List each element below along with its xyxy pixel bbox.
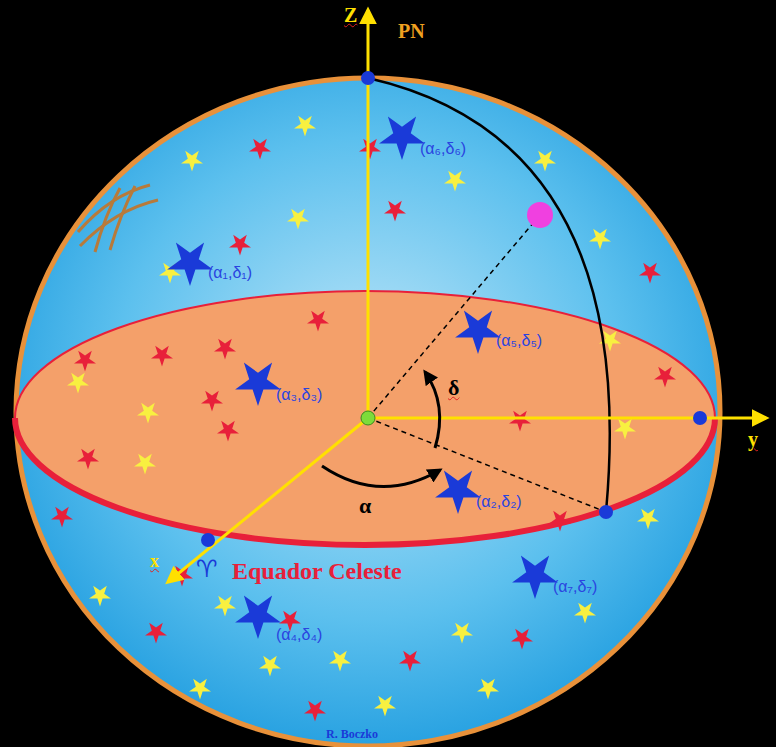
small-star [574,603,596,624]
star-direction [368,215,540,418]
small-star [217,421,239,442]
small-star [589,229,611,250]
star-coordinates: (α₅,δ₅) [496,332,542,350]
star-position [527,202,553,228]
small-star [67,373,89,394]
grid-mark [78,185,158,252]
small-star [534,151,556,172]
star-coordinates: (α₂,δ₂) [476,493,522,511]
small-star [259,656,281,677]
equator-label: Equador Celeste [232,558,402,584]
star-coordinates: (α₄,δ₄) [276,626,322,644]
small-star [181,151,203,172]
small-star [214,596,236,617]
small-star [214,339,236,360]
small-star [294,116,316,137]
origin-dot [361,411,375,425]
star-coordinates: (α₆,δ₆) [420,140,466,158]
small-star [511,629,533,650]
small-star [189,679,211,700]
small-star [137,403,159,424]
small-star [399,651,421,672]
star-coordinates: (α₇,δ₇) [553,578,597,596]
axis-name: x [150,552,159,572]
small-star [77,449,99,470]
star-coordinates: (α₃,δ₃) [276,386,322,404]
vernal-point [201,533,215,547]
small-star [329,651,351,672]
aries-symbol: ♈ [196,556,218,582]
catalog-star [512,556,558,600]
pole-label: PN [398,20,425,42]
small-star [134,454,156,475]
small-star [89,586,111,607]
small-star [639,263,661,284]
equator-point [599,505,613,519]
catalog-star [167,243,213,287]
small-star [201,391,223,412]
small-star [287,209,309,230]
alpha-arc [322,466,440,487]
small-star [477,679,499,700]
small-star [451,623,473,644]
axis-name: y [748,428,758,450]
small-star [249,139,271,160]
small-star [229,235,251,256]
small-star [384,201,406,222]
small-star [359,139,381,160]
angle-label: α [359,494,371,518]
y-point [693,411,707,425]
small-star [444,171,466,192]
small-star [549,511,571,532]
small-star [307,311,329,332]
catalog-star [379,117,425,161]
small-star [614,419,636,440]
catalog-star [455,311,501,355]
catalog-star [235,363,281,407]
small-star [654,367,676,388]
small-star [145,623,167,644]
catalog-star [435,471,481,515]
small-star [74,351,96,372]
small-star [637,509,659,530]
axis-name: Z [344,4,357,26]
small-star [151,346,173,367]
small-star [304,701,326,722]
pole-dot [361,71,375,85]
angle-label: δ [448,376,459,400]
delta-arc [425,372,440,448]
projection-line [368,418,606,512]
small-star [374,696,396,717]
x-axis [168,418,368,582]
star-coordinates: (α₁,δ₁) [208,264,252,282]
small-star [51,507,73,528]
small-star [509,411,531,432]
author-credit: R. Boczko [326,728,378,741]
hour-circle [368,78,610,512]
catalog-star [235,596,281,640]
